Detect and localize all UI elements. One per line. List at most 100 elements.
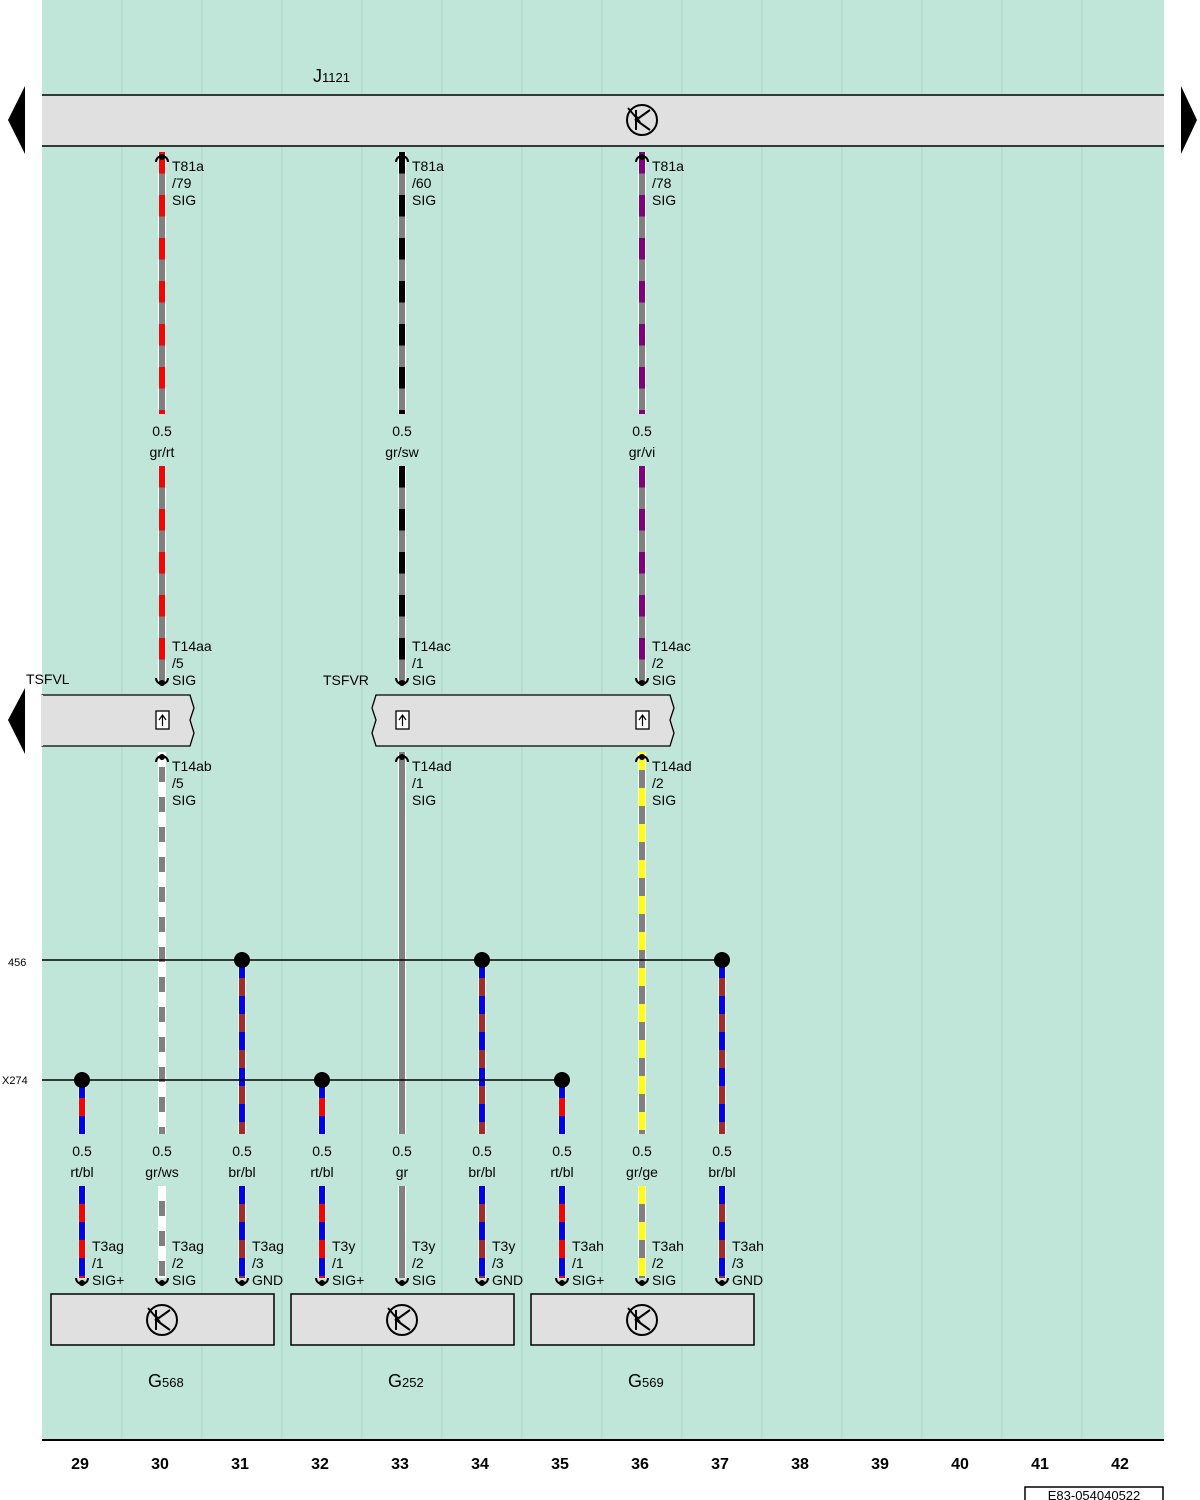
wire-bottom-segment	[158, 1186, 166, 1278]
column-number: 34	[471, 1456, 489, 1473]
column-number: 40	[951, 1456, 969, 1473]
door-connector-arrows	[158, 713, 647, 726]
ground-bus-456: 456	[8, 957, 722, 969]
column-number: 33	[391, 1456, 409, 1473]
terminal-door-out-pin	[635, 754, 649, 763]
wire-bottom-segment	[318, 1186, 326, 1278]
wire-bottom-segment	[398, 752, 406, 1134]
terminal-top-pin	[395, 154, 409, 163]
sensor-g568: G568	[50, 1293, 275, 1391]
wire-bottom-segment	[558, 1186, 566, 1278]
wire-bottom-segment	[78, 1080, 86, 1134]
terminal-door-out-pin	[155, 754, 169, 763]
terminal-top-pin	[155, 154, 169, 163]
wire-bottom-segment	[398, 1186, 406, 1278]
column-number: 38	[791, 1456, 809, 1473]
wire-bottom-segment	[718, 960, 726, 1134]
sensor-g569-label: G569	[628, 1371, 664, 1391]
wire-bottom-segment	[638, 1186, 646, 1278]
terminal-sensor-pin	[395, 1277, 409, 1286]
terminal-sensor-pin	[555, 1277, 569, 1286]
wire-bottom-segment	[558, 1080, 566, 1134]
door-left-label: TSFVL	[26, 671, 70, 687]
wire-bottom-segment	[78, 1186, 86, 1278]
terminal-sensor-pin	[475, 1277, 489, 1286]
terminal-door-out-pin	[395, 754, 409, 763]
wire-bottom-segment	[718, 1186, 726, 1278]
wire-bottom-segment	[478, 960, 486, 1134]
terminal-sensor-pin	[635, 1277, 649, 1286]
wire-top-segment	[398, 466, 406, 682]
terminal-sensor-pin	[715, 1277, 729, 1286]
wire-top-segment	[638, 466, 646, 682]
wire-bottom-segment	[638, 752, 646, 1134]
wire-group	[78, 152, 726, 1278]
column-number: 41	[1031, 1456, 1049, 1473]
door-right-label: TSFVR	[323, 672, 369, 688]
sensor-g568-label: G568	[148, 1371, 184, 1391]
door-connector-left: TSFVL	[26, 671, 195, 747]
terminal-top-pin	[635, 154, 649, 163]
column-number: 29	[71, 1456, 89, 1473]
control-unit-j1121: J1121	[42, 66, 1164, 147]
wire-bottom-segment	[478, 1186, 486, 1278]
drawing-code: E83-054040522	[1048, 1488, 1141, 1500]
continue-right-arrow-icon	[1181, 86, 1197, 154]
column-number: 30	[151, 1456, 169, 1473]
door-connector-right: TSFVR	[323, 672, 675, 747]
terminal-door-in-pin	[635, 677, 649, 686]
sensor-g252: G252	[290, 1293, 515, 1391]
wire-bottom-segment	[238, 960, 246, 1134]
wire-bottom-segment	[158, 752, 166, 1134]
terminal-door-in-pin	[395, 677, 409, 686]
sensor-g252-label: G252	[388, 1371, 424, 1391]
control-unit-label: J1121	[313, 66, 350, 86]
column-number: 39	[871, 1456, 889, 1473]
wire-top-segment	[638, 152, 646, 414]
column-number: 36	[631, 1456, 649, 1473]
ground-bus-x274: X274	[2, 1075, 563, 1087]
splice-dot	[554, 1072, 570, 1088]
terminal-sensor-pin	[75, 1277, 89, 1286]
terminal-sensor-pin	[155, 1277, 169, 1286]
wire-bottom-segment	[318, 1080, 326, 1134]
terminal-door-in-pin	[155, 677, 169, 686]
wire-top-segment	[158, 466, 166, 682]
column-number: 31	[231, 1456, 249, 1473]
splice-dot	[314, 1072, 330, 1088]
terminal-sensor-pin	[235, 1277, 249, 1286]
column-number: 35	[551, 1456, 569, 1473]
column-grid-lines	[121, 0, 1083, 1440]
wire-top-segment	[398, 152, 406, 414]
column-number: 42	[1111, 1456, 1129, 1473]
splice-dot	[474, 952, 490, 968]
column-number: 37	[711, 1456, 729, 1473]
